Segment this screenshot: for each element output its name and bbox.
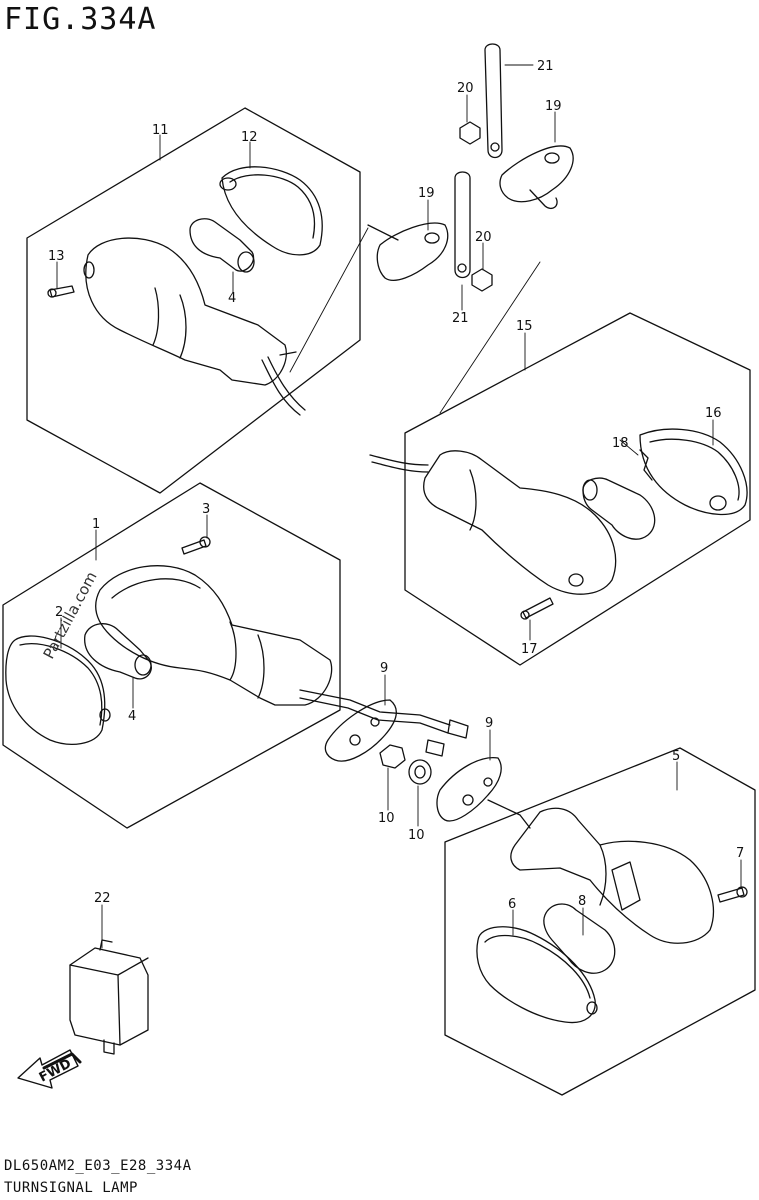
- callout-21-upper: 21: [537, 59, 554, 74]
- callout-8: 8: [578, 894, 586, 909]
- callout-labels: 11 12 13 4 21 20 19 19 20 21 15 16 18 17…: [48, 59, 744, 912]
- figure-title: FIG.334A: [4, 2, 157, 37]
- group-box-1: [2, 482, 341, 829]
- lamp-assembly-5: [436, 756, 748, 1024]
- callout-9-left: 9: [380, 661, 388, 676]
- callout-16: 16: [705, 406, 722, 421]
- callout-10-left: 10: [378, 811, 395, 826]
- leader-lines: [56, 64, 742, 949]
- callout-4-lower: 4: [128, 709, 136, 724]
- lamp-assembly-15: [369, 428, 748, 620]
- bracket-set: [367, 43, 574, 292]
- callout-3: 3: [202, 502, 210, 517]
- callout-18: 18: [612, 436, 629, 451]
- callout-2: 2: [55, 605, 63, 620]
- callout-9-right: 9: [485, 716, 493, 731]
- callout-4-upper: 4: [228, 291, 236, 306]
- lamp-assembly-11: [47, 166, 323, 416]
- callout-19-upper: 19: [545, 99, 562, 114]
- callout-21-lower: 21: [452, 311, 469, 326]
- callout-19-lower: 19: [418, 186, 435, 201]
- callout-10-right: 10: [408, 828, 425, 843]
- callout-13: 13: [48, 249, 65, 264]
- callout-15: 15: [516, 319, 533, 334]
- callout-1: 1: [92, 517, 100, 532]
- callout-20-upper: 20: [457, 81, 474, 96]
- group-box-15: [404, 312, 751, 666]
- lamp-assembly-1: [5, 536, 469, 785]
- callout-17: 17: [521, 642, 538, 657]
- callout-11: 11: [152, 123, 169, 138]
- flasher-relay-22: [69, 939, 149, 1055]
- callout-22: 22: [94, 891, 111, 906]
- callout-6: 6: [508, 897, 516, 912]
- group-box-11: [26, 107, 361, 494]
- fwd-arrow: FWD: [17, 1049, 82, 1089]
- figure-code: DL650AM2_E03_E28_334A: [4, 1158, 192, 1174]
- callout-7: 7: [736, 846, 744, 861]
- callout-12: 12: [241, 130, 258, 145]
- callout-20-lower: 20: [475, 230, 492, 245]
- callout-5: 5: [672, 749, 680, 764]
- figure-name: TURNSIGNAL LAMP: [4, 1180, 138, 1196]
- group-box-5: [444, 747, 756, 1096]
